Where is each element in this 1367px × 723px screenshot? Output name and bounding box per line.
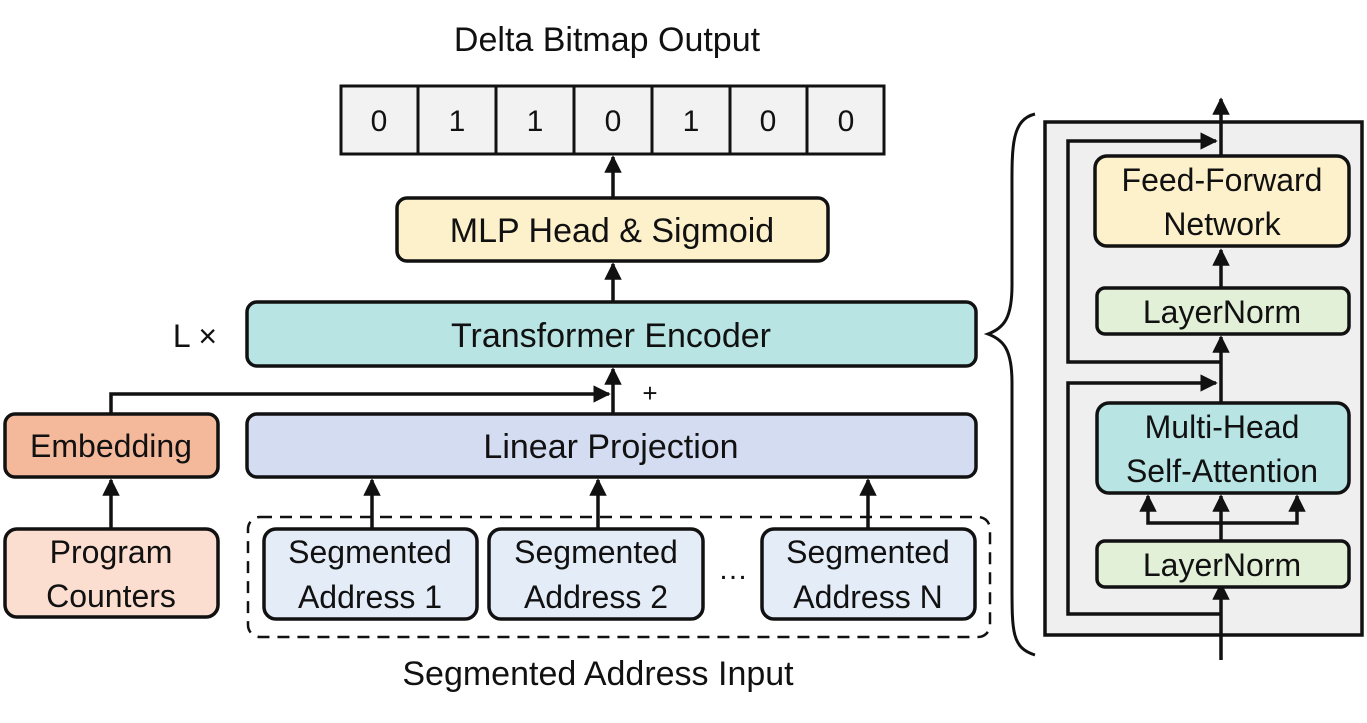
segment-label: Address N [793, 579, 942, 615]
mlp-head-label: MLP Head & Sigmoid [450, 212, 774, 250]
embedding-arrow [109, 385, 611, 414]
arrow [1221, 494, 1306, 525]
segmented-input-group [246, 515, 992, 639]
bitmap-value: 0 [605, 105, 622, 138]
segment-label: Address 1 [298, 579, 442, 615]
residual-arrow [1066, 374, 1221, 616]
bitmap-cell [805, 84, 886, 156]
bitmap-value: 0 [838, 105, 855, 138]
plus-label: + [642, 378, 657, 408]
output-title: Delta Bitmap Output [454, 21, 761, 59]
embedding-label: Embedding [30, 428, 192, 464]
program-counters-label: Counters [46, 578, 176, 614]
bitmap-value: 1 [683, 105, 700, 138]
segment-label: Address 2 [524, 579, 668, 615]
bitmap-value: 0 [371, 105, 388, 138]
layernorm-top-label: LayerNorm [1143, 294, 1301, 330]
program-counters-label: Program [50, 534, 173, 570]
residual-arrow [1066, 132, 1221, 364]
mhsa-box [1095, 401, 1351, 495]
bitmap-value: 1 [449, 105, 466, 138]
ffn-box [1093, 154, 1351, 248]
mhsa-label: Self-Attention [1126, 453, 1318, 489]
bitmap-value: 1 [527, 105, 544, 138]
bitmap-cell [494, 84, 576, 156]
ellipsis: … [718, 553, 748, 586]
repeat-label: L × [173, 318, 217, 354]
layernorm-bottom-label: LayerNorm [1143, 547, 1301, 583]
ffn-label: Network [1163, 206, 1281, 242]
curly-brace [983, 112, 1036, 657]
bitmap-cell [416, 84, 498, 156]
segment-label: Segmented [514, 534, 678, 570]
main-arrows [102, 155, 877, 529]
bitmap-cell [650, 84, 732, 156]
transformer-encoder-label: Transformer Encoder [451, 317, 771, 355]
segment-label: Segmented [786, 534, 950, 570]
encoder-detail-arrows [1066, 97, 1306, 660]
layernorm-top-box [1095, 286, 1351, 336]
ffn-label: Feed-Forward [1122, 162, 1323, 198]
segment-label: Segmented [288, 534, 452, 570]
bitmap-cell [728, 84, 809, 156]
layernorm-bottom-box [1095, 539, 1351, 589]
input-title: Segmented Address Input [402, 655, 794, 693]
linear-projection-label: Linear Projection [483, 428, 738, 466]
arrow [1139, 494, 1221, 525]
bitmap-cell [339, 84, 420, 156]
mhsa-label: Multi-Head [1145, 409, 1300, 445]
delta-bitmap: 0 1 1 0 1 0 0 [339, 84, 886, 156]
bitmap-value: 0 [760, 105, 777, 138]
segment-box [487, 527, 705, 621]
